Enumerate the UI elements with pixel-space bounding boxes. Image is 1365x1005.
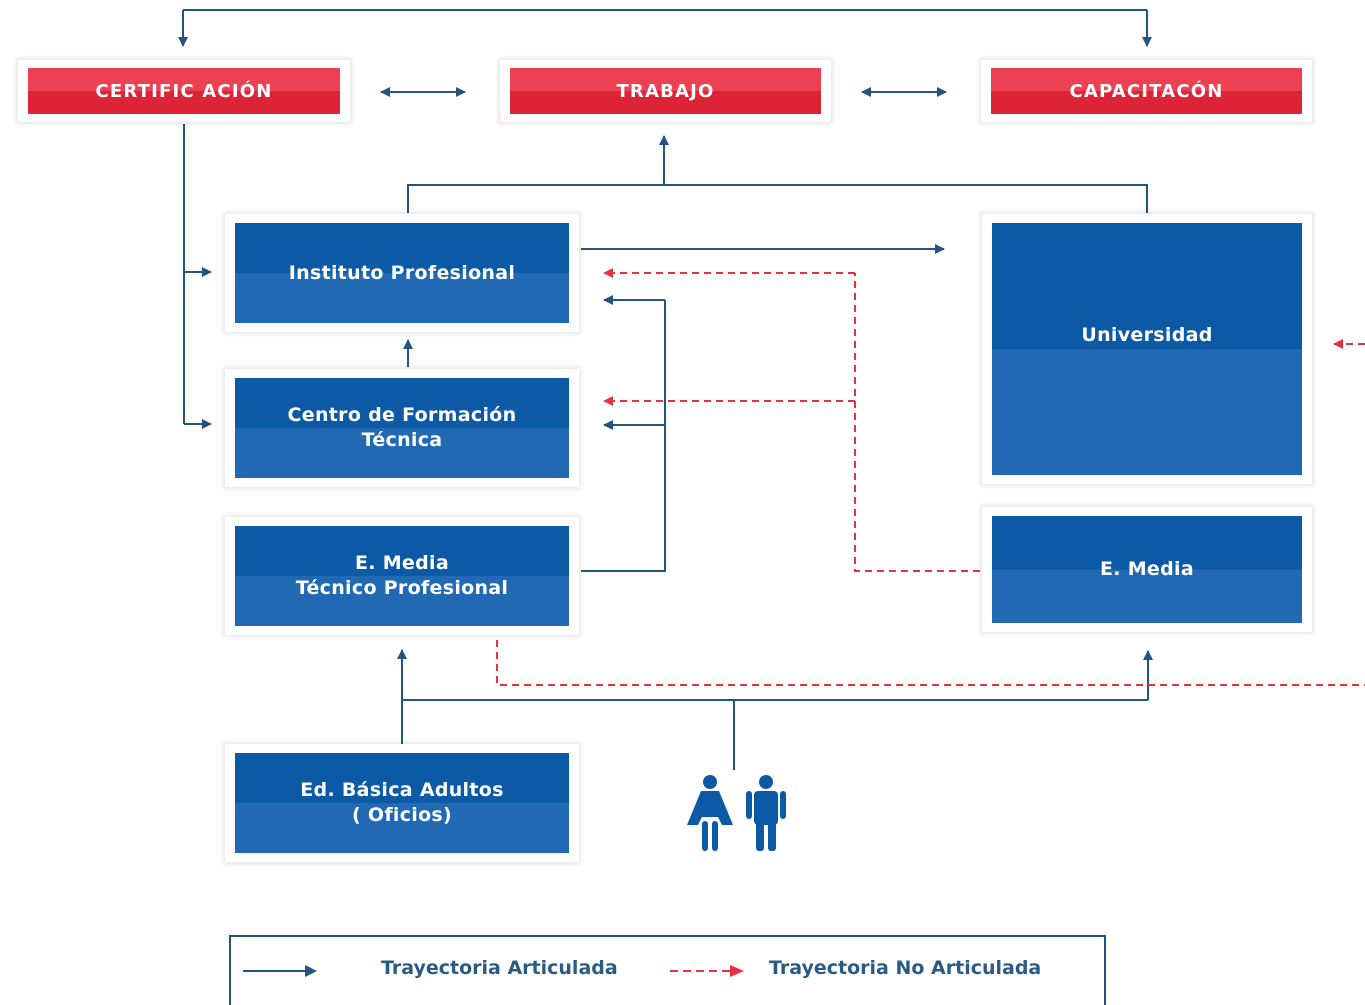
instituto-profesional-box: Instituto Profesional xyxy=(225,214,579,332)
persons-icon-group xyxy=(687,775,786,851)
certificacion-label: CERTIFIC ACIÓN xyxy=(95,80,273,102)
capacitacion-label: CAPACITACÓN xyxy=(1069,80,1224,102)
educacion-basica-adultos-label: Ed. Básica Adultos ( Oficios) xyxy=(300,779,504,826)
dashed-emedia-vertical xyxy=(854,273,980,572)
centro-formacion-tecnica-label: Centro de Formación Técnica xyxy=(287,404,517,451)
legend-articulada-label: Trayectoria Articulada xyxy=(381,957,618,979)
e-media-box: E. Media xyxy=(982,507,1312,632)
trabajo-label: TRABAJO xyxy=(616,80,715,102)
universidad-box: Universidad xyxy=(982,214,1312,484)
universidad-label: Universidad xyxy=(1081,324,1213,346)
e-media-label: E. Media xyxy=(1100,558,1194,580)
emtp-box: E. Media Técnico Profesional xyxy=(225,517,579,635)
legend-dashed-arrow xyxy=(670,965,744,977)
trabajo-box: TRABAJO xyxy=(500,60,831,122)
educacion-basica-adultos-box: Ed. Básica Adultos ( Oficios) xyxy=(225,744,579,862)
legend-no-articulada-label: Trayectoria No Articulada xyxy=(769,957,1042,979)
centro-formacion-tecnica-box: Centro de Formación Técnica xyxy=(225,369,579,487)
dashed-emtp-to-universidad xyxy=(496,640,1365,686)
legend-solid-arrow xyxy=(243,965,317,977)
instituto-profesional-label: Instituto Profesional xyxy=(288,261,516,284)
emtp-label: E. Media Técnico Profesional xyxy=(295,552,509,599)
ip-univ-to-trabajo-line xyxy=(407,184,1148,213)
capacitacion-box: CAPACITACÓN xyxy=(981,60,1312,122)
man-icon xyxy=(746,775,786,851)
certificacion-box: CERTIFIC ACIÓN xyxy=(18,60,350,122)
emtp-bracket-line xyxy=(581,300,666,572)
legend: Trayectoria Articulada Trayectoria No Ar… xyxy=(229,935,1106,1005)
woman-icon xyxy=(687,775,733,851)
